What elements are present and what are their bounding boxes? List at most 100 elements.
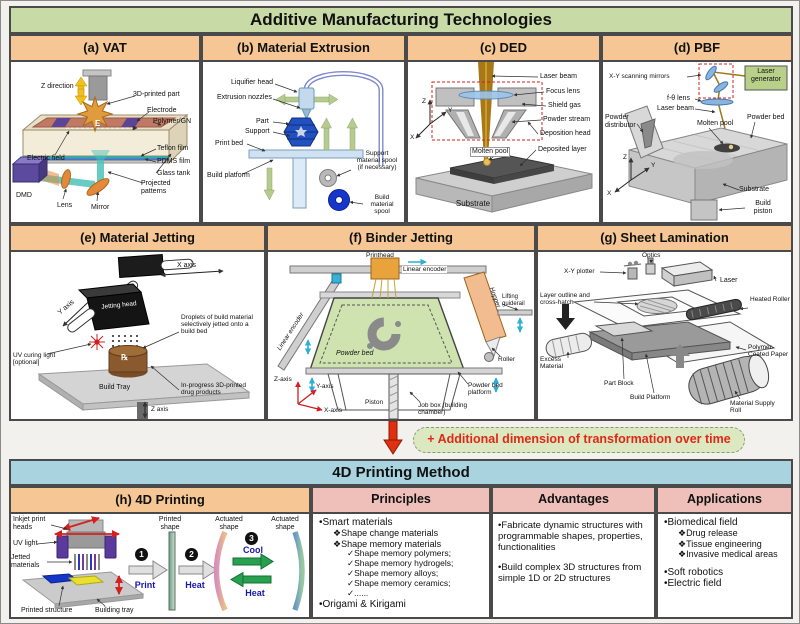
label-roller: Roller	[498, 356, 515, 363]
label-lifting-guiderail: Lifting guiderail	[502, 294, 525, 307]
label-actuated-shape-2: Actuated shape	[271, 516, 299, 531]
list-item: •Soft robotics	[664, 566, 724, 578]
label-deposition-head: Deposition head	[540, 130, 591, 137]
list-item: •Electric field	[664, 578, 722, 590]
label-y-axis: Y	[651, 162, 656, 169]
label-polymer-paper: Polymer-Coated Paper	[748, 344, 789, 359]
panel-b-body: Liquifier head Extrusion nozzles Part Su…	[203, 62, 404, 222]
list-item: ✓Shape memory ceramics;	[347, 577, 451, 588]
label-support: Support	[245, 128, 270, 135]
label-y-axis: Y-axis	[316, 383, 334, 390]
label-deposited-layer: Deposited layer	[538, 146, 587, 153]
leader-lines	[46, 331, 180, 391]
panel-c-ded: (c) DED	[406, 34, 601, 224]
platform-bar	[305, 367, 503, 375]
label-pdms-film: PDMS film	[157, 158, 191, 165]
drug-tablet	[108, 345, 148, 378]
leader-lines	[636, 73, 756, 212]
label-drug-products: In-progress 3D-printed drug products	[181, 382, 247, 397]
uv-light-flash	[89, 334, 105, 350]
panel-c-title: (c) DED	[408, 36, 599, 62]
panel-g-sheet-lamination: (g) Sheet Lamination	[536, 224, 793, 421]
actuated-shape-1	[213, 530, 228, 612]
label-optics: Optics	[642, 252, 661, 259]
label-powder-distributor: Powder distributor	[605, 114, 636, 129]
head-outline	[431, 81, 543, 141]
panel-b-title: (b) Material Extrusion	[203, 36, 404, 62]
principles-body: •Smart materials ❖Shape change materials…	[313, 514, 489, 617]
advantages-body: •Fabricate dynamic structures with progr…	[493, 514, 654, 617]
base-platform	[588, 321, 732, 361]
label-xy-plotter: X-Y plotter	[564, 268, 595, 275]
label-build-spool: Build material spool	[370, 194, 394, 216]
label-printhead: Printhead	[366, 252, 394, 259]
label-electric-field: Electric field	[27, 155, 65, 162]
leader-lines	[54, 95, 172, 202]
deposition-head	[435, 87, 537, 139]
applications-body: •Biomedical field ❖Drug release ❖Tissue …	[658, 514, 791, 617]
label-uv-light: UV light	[13, 540, 38, 547]
label-powder-stream: Powder stream	[543, 116, 591, 123]
ded-diagram	[415, 62, 593, 213]
label-y-axis: Y	[448, 107, 453, 114]
label-e-field: E	[95, 119, 101, 128]
printed-part-star	[76, 95, 114, 133]
label-build-tray: Build Tray	[99, 384, 131, 391]
feed-down-arrow	[556, 304, 575, 330]
label-x-axis: X axis	[177, 262, 197, 269]
label-dmd: DMD	[16, 192, 32, 199]
panel-e-body: X axis Y axis Jetting head UV curing lig…	[11, 252, 264, 419]
bed-back-bar	[319, 291, 461, 299]
heated-roller	[685, 298, 742, 321]
panel-d-pbf: (d) PBF	[601, 34, 793, 224]
panel-h-4d-printing: (h) 4D Printing	[9, 486, 311, 619]
label-excess-material: Excess Material	[540, 356, 564, 371]
panel-e-title: (e) Material Jetting	[11, 226, 264, 252]
label-lens: Lens	[57, 202, 73, 209]
leader-lines	[566, 259, 749, 400]
label-piston: Piston	[364, 399, 385, 407]
list-item: ❖Shape memory materials	[333, 538, 442, 549]
step-2-badge: 2	[185, 548, 198, 561]
label-molten-pool: Molten pool	[470, 147, 511, 157]
optics-unit	[645, 257, 656, 275]
list-item: ❖Drug release	[678, 528, 738, 539]
label-polymer-gn: Polymer/GN	[153, 118, 192, 125]
axes	[295, 381, 323, 412]
label-scanning-mirrors: X-Y scanning mirrors	[609, 73, 670, 80]
extrusion-diagram	[242, 71, 384, 211]
panel-a-body: Z direction 3D-printed part Electrode Po…	[11, 62, 199, 222]
column-principles: Principles •Smart materials ❖Shape chang…	[311, 486, 491, 619]
label-z-axis: Z-axis	[274, 376, 292, 383]
panel-c-body: Laser beam Focus lens Shield gas Powder …	[408, 62, 599, 222]
build-piston-block	[690, 199, 718, 221]
scanning-mirrors	[700, 65, 734, 106]
lifting-guiderail-bar	[497, 309, 533, 316]
printhead-box	[370, 257, 400, 280]
list-item: ❖Shape change materials	[333, 528, 439, 539]
label-z-direction: Z direction	[41, 83, 74, 90]
label-jetted-materials: Jetted materials	[11, 554, 40, 569]
building-tray	[21, 571, 145, 609]
label-liquifier-head: Liquifier head	[231, 79, 274, 86]
label-teflon-film: Teflon film	[157, 145, 189, 152]
label-mirror: Mirror	[91, 204, 110, 211]
label-support-spool: Support material spool (if necessary)	[356, 150, 398, 172]
panel-b-material-extrusion: (b) Material Extrusion	[201, 34, 406, 224]
xy-plotter-unit	[623, 260, 642, 280]
label-glass-tank: Glass tank	[157, 170, 191, 177]
panel-d-body: X-Y scanning mirrors Laser generator f-θ…	[603, 62, 791, 222]
panel-a-title: (a) VAT	[11, 36, 199, 62]
process-arrows	[128, 553, 274, 588]
label-shield-gas: Shield gas	[548, 102, 581, 109]
4d-title: 4D Printing Method	[9, 459, 793, 486]
label-build-piston: Build piston	[753, 200, 773, 215]
label-z-axis: Z	[422, 98, 426, 105]
list-item: ✓......	[347, 587, 369, 598]
laser-box	[660, 261, 714, 287]
jetting-diagram	[37, 253, 251, 419]
panel-h-title: (h) 4D Printing	[11, 488, 309, 514]
label-powder-bed-platform: Powder bed platform	[468, 382, 503, 397]
label-z-axis: Z	[623, 154, 627, 161]
feed-up-arrow	[670, 344, 690, 368]
